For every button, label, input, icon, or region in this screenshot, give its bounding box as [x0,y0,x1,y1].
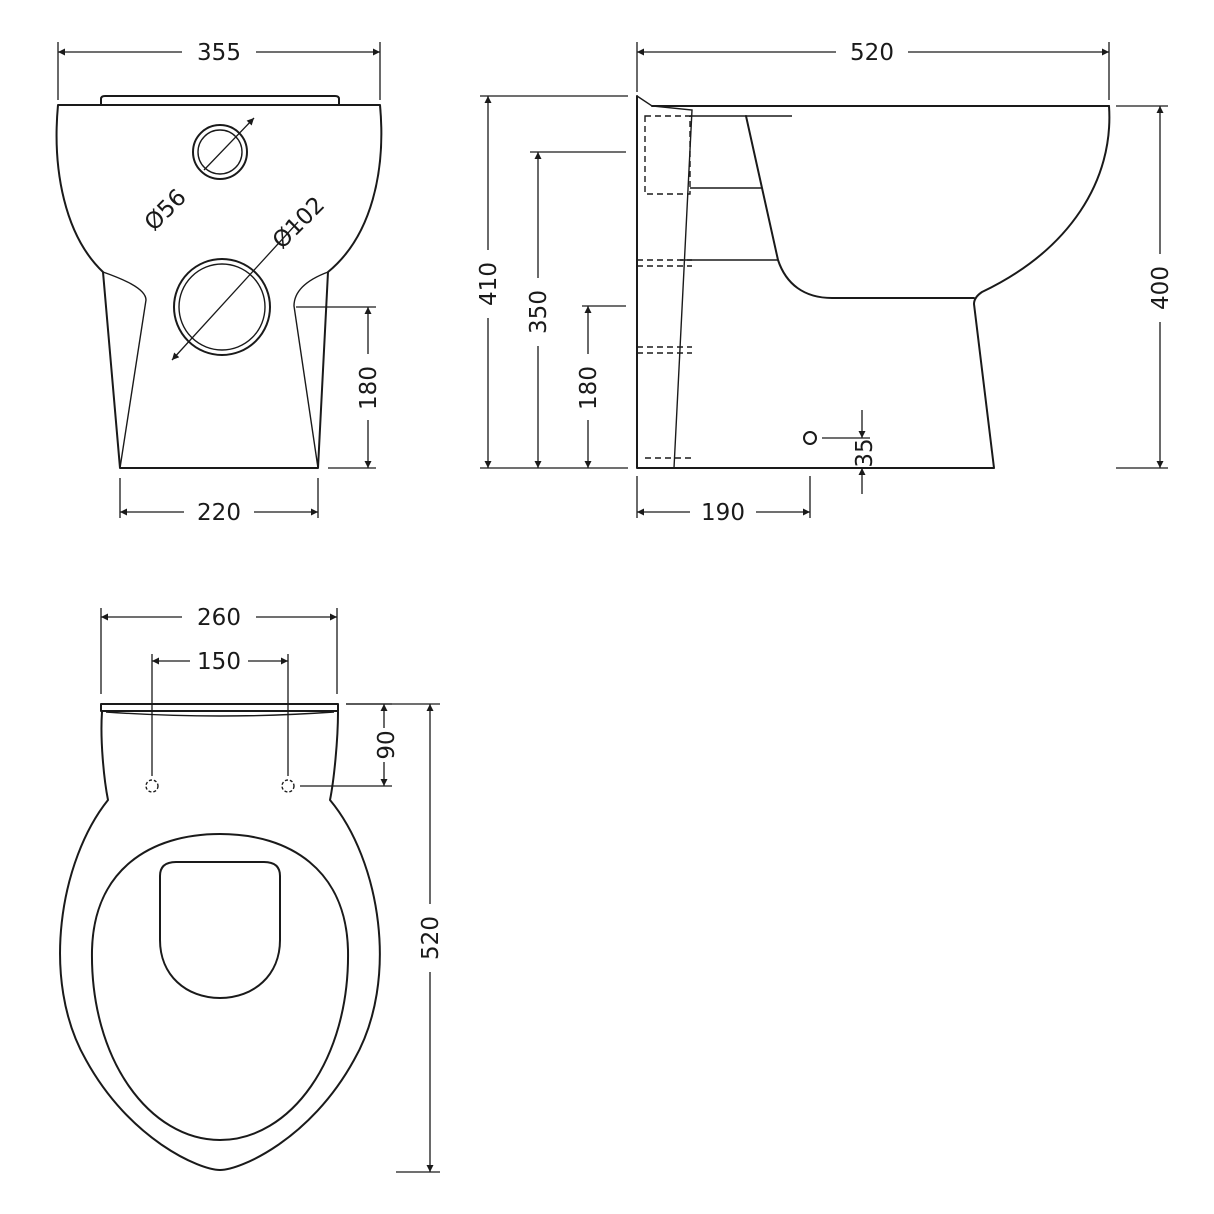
side-depth-label: 520 [850,40,894,66]
front-small-hole-inner [197,129,243,175]
side-fixing-hole [803,431,817,445]
side-outlet-label: 180 [576,366,602,410]
top-hinge-left [145,779,159,793]
front-top-strip [100,95,340,105]
front-outlet-label: 180 [356,366,382,410]
front-large-hole-leader [171,221,299,361]
front-large-hole-inner [178,263,266,351]
top-seat-outer [59,711,381,1171]
front-small-hole-leader [203,117,255,171]
front-view: Ø56 Ø102 355 220 180 [55,40,383,526]
side-fix-label: 35 [852,438,878,467]
front-width-label: 355 [197,40,241,66]
front-left-recess [102,271,147,469]
side-rim-label: 400 [1148,266,1174,310]
side-back-panel [636,95,811,469]
top-view: 260 150 90 520 [59,605,444,1173]
top-back-curve [105,711,335,717]
front-bowl-outline [55,104,383,469]
front-large-hole-label: Ø102 [268,192,330,254]
side-hidden-low [637,346,692,354]
front-base-label: 220 [197,500,241,526]
top-width-label: 260 [197,605,241,631]
side-proj-label: 190 [701,500,745,526]
side-back-taper [636,95,693,469]
side-bowl-inner [745,115,975,299]
top-seat-inner [90,833,350,1141]
side-view: 520 410 350 180 400 190 35 [476,40,1174,526]
side-hidden-inlet [644,115,691,195]
front-small-hole-label: Ø56 [140,184,192,236]
side-height-label: 410 [476,262,502,306]
top-bowl-opening [159,861,281,999]
side-bowl-front [809,105,1111,469]
side-hidden-mid [637,259,692,267]
side-inlet-label: 350 [526,290,552,334]
front-large-hole [173,258,271,356]
top-hinge-label: 150 [197,649,241,675]
top-hinge-right [281,779,295,793]
top-back-strip [100,703,339,712]
front-right-recess [293,271,329,469]
front-small-hole [192,124,248,180]
top-depth-label: 520 [418,916,444,960]
top-setback-label: 90 [374,730,400,759]
